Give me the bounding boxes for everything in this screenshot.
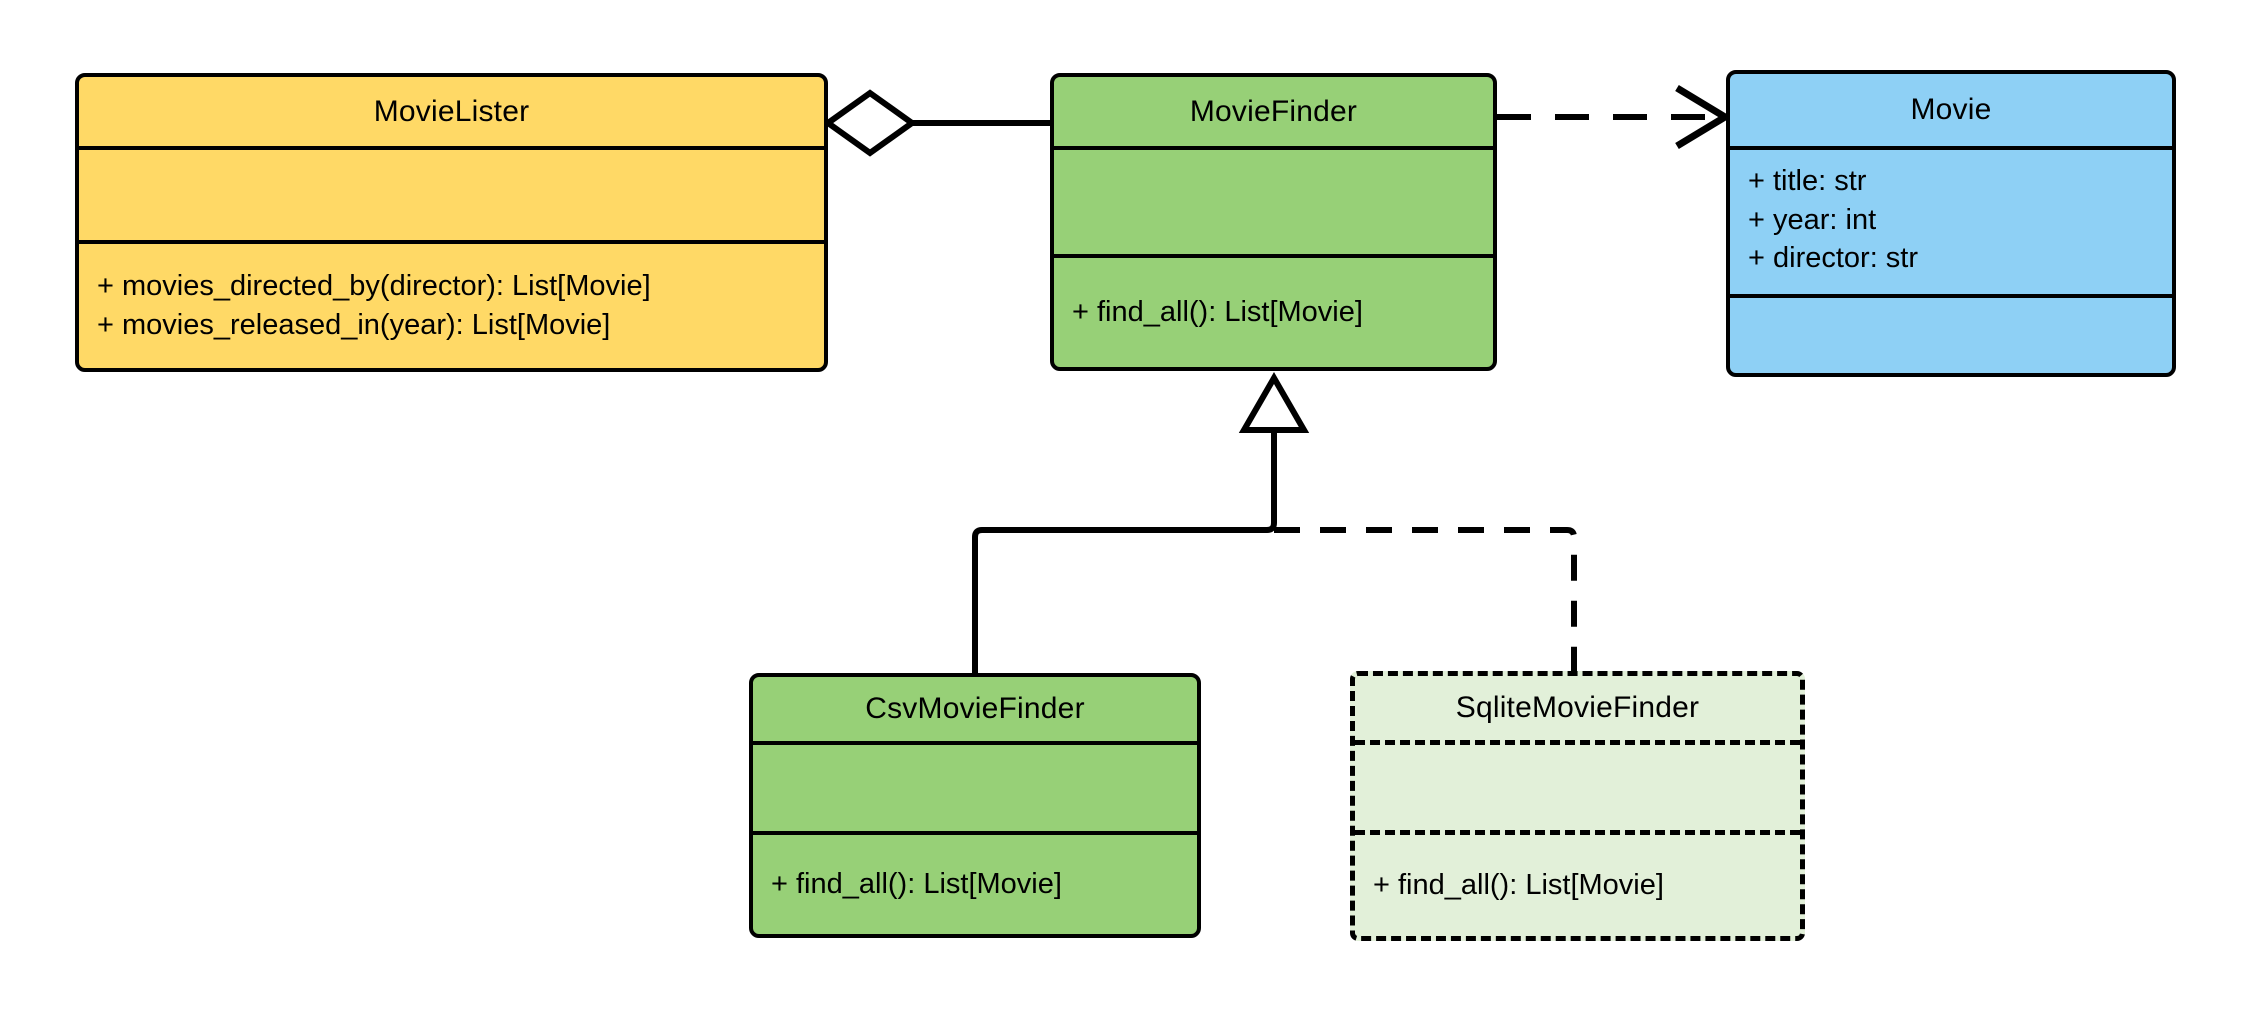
methods-compartment-sqlite-movie-finder: + find_all(): List[Movie] — [1355, 830, 1800, 936]
edge-generalization-csv-finder[interactable] — [972, 371, 1310, 673]
attributes-compartment-movie: + title: str + year: int + director: str — [1730, 146, 2172, 294]
edge-generalization-sqlite-finder[interactable] — [1274, 527, 1577, 673]
class-title-sqlite-movie-finder: SqliteMovieFinder — [1455, 691, 1700, 724]
class-box-sqlite-movie-finder[interactable]: SqliteMovieFinder + find_all(): List[Mov… — [1350, 671, 1805, 941]
attribute-item: + director: str — [1748, 242, 1919, 275]
generalization-line-sqlite — [1274, 527, 1577, 673]
hollow-triangle-marker-csv — [1238, 371, 1310, 433]
attributes-compartment-csv-movie-finder — [753, 741, 1197, 831]
class-box-movie-lister[interactable]: MovieLister + movies_directed_by(directo… — [75, 73, 828, 372]
class-title-movie: Movie — [1910, 93, 1992, 126]
class-box-movie-finder[interactable]: MovieFinder + find_all(): List[Movie] — [1050, 73, 1497, 371]
methods-compartment-movie — [1730, 294, 2172, 373]
attribute-item: + title: str — [1748, 165, 1867, 197]
open-arrow-marker — [1675, 85, 1732, 149]
class-box-movie[interactable]: Movie + title: str + year: int + directo… — [1726, 70, 2176, 377]
class-box-csv-movie-finder[interactable]: CsvMovieFinder + find_all(): List[Movie] — [749, 673, 1201, 938]
method-item: + movies_directed_by(director): List[Mov… — [97, 270, 651, 303]
method-item: + find_all(): List[Movie] — [1373, 869, 1664, 902]
attributes-compartment-sqlite-movie-finder — [1355, 740, 1800, 830]
method-item: + movies_released_in(year): List[Movie] — [97, 309, 611, 341]
hollow-diamond-marker — [822, 89, 918, 157]
methods-compartment-movie-lister: + movies_directed_by(director): List[Mov… — [79, 240, 824, 368]
attributes-compartment-movie-lister — [79, 146, 824, 240]
class-title-csv-movie-finder: CsvMovieFinder — [865, 692, 1085, 725]
methods-compartment-movie-finder: + find_all(): List[Movie] — [1054, 254, 1493, 367]
method-item: + find_all(): List[Movie] — [771, 868, 1062, 901]
generalization-line-csv — [972, 430, 1277, 673]
methods-compartment-csv-movie-finder: + find_all(): List[Movie] — [753, 831, 1197, 934]
attribute-item: + year: int — [1748, 203, 1877, 236]
method-item: + find_all(): List[Movie] — [1072, 296, 1363, 329]
attributes-compartment-movie-finder — [1054, 146, 1493, 254]
edge-aggregation-lister-finder[interactable] — [822, 89, 1050, 157]
class-title-movie-finder: MovieFinder — [1189, 94, 1358, 128]
class-title-movie-lister: MovieLister — [373, 94, 530, 128]
edge-dependency-finder-movie[interactable] — [1497, 85, 1732, 149]
